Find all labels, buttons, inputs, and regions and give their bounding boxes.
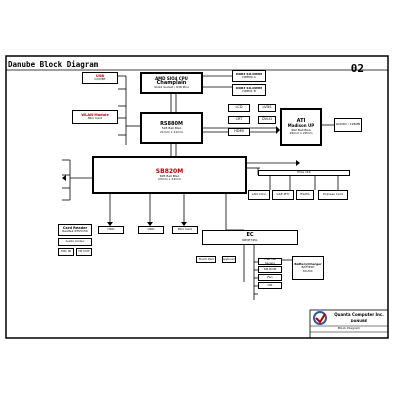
cpu-block: AMD SIO4 CPU Champlain S1G4 Socket / 638… bbox=[140, 72, 203, 94]
ec-touchpad-block: Touch Pad bbox=[196, 256, 216, 263]
gpu-block: ATI Madison UP 962 Ball BGA 29mm x 29mm bbox=[280, 108, 322, 146]
cpu-package: S1G4 Socket / 638 Pins bbox=[154, 85, 189, 90]
title-block bbox=[309, 309, 389, 339]
crt-block: CRT bbox=[228, 116, 250, 124]
project-name: DANUBE bbox=[350, 319, 368, 324]
esata-block: ESATA bbox=[296, 190, 314, 200]
page-number: 02 bbox=[350, 62, 364, 75]
lan-conn-block: LAN Conn bbox=[248, 190, 270, 200]
ec-block: EC NPCE795L bbox=[202, 230, 298, 245]
ec-name: EC bbox=[246, 232, 254, 239]
gbe-phy-block: GbE PHY bbox=[272, 190, 294, 200]
odd-block: ODD bbox=[138, 226, 164, 234]
hdmi-block: HDMI bbox=[228, 128, 250, 136]
page-title: Danube Block Diagram bbox=[8, 60, 99, 69]
northbridge-name: RS880M bbox=[160, 121, 183, 128]
ec-thermal-block: Thermal Sensor bbox=[258, 258, 282, 265]
ec-fan-block: Fan bbox=[258, 274, 282, 281]
quanta-logo-icon bbox=[313, 311, 327, 325]
ddr-slot-b: DDR3 SO-DIMM DIMM1 B bbox=[232, 84, 266, 96]
express-card-block: Express Card bbox=[318, 190, 348, 200]
usb-ccd-block: USB CCD/BT bbox=[82, 72, 118, 84]
card-reader-block: Card Reader Realtek RTS5159 bbox=[58, 224, 92, 236]
audio-codec-block: Audio Codec bbox=[58, 238, 92, 246]
northbridge-block: RS880M 528 Ball BGA 21mm x 21mm bbox=[140, 112, 203, 144]
ec-spi-rom-block: SPI ROM bbox=[258, 266, 282, 273]
cpu-codename: Champlain bbox=[156, 79, 187, 86]
document-name: Block Diagram bbox=[338, 326, 360, 331]
mic-in-block: MIC IN bbox=[58, 248, 74, 256]
ec-keyboard-block: Keyboard bbox=[222, 256, 236, 263]
battery-charger-block: Battery/Charger BATTERY DC/DC bbox=[292, 256, 324, 280]
vram-block: GDDR3 / 128MB bbox=[334, 118, 362, 132]
southbridge-name: SB820M bbox=[155, 167, 184, 175]
wlan-module-block: WLAN Module Mini Card bbox=[72, 110, 118, 124]
company-name: Quanta Computer Inc. bbox=[334, 311, 384, 317]
lvds-block: LVDS bbox=[258, 104, 276, 112]
cpu-name: AMD SIO4 CPU bbox=[155, 75, 188, 81]
pcie-peripheral-bus: PCIe x16 bbox=[258, 170, 350, 176]
lcd-block: LCD bbox=[228, 104, 250, 112]
hdd-block: HDD bbox=[98, 226, 124, 234]
southbridge-block: SB820M 605 Ball BGA 23mm x 23mm bbox=[92, 156, 247, 194]
ddr-slot-a: DDR3 SO-DIMM DIMM0 A bbox=[232, 70, 266, 82]
hp-out-block: HP OUT bbox=[76, 248, 92, 256]
sheet-border bbox=[5, 55, 389, 339]
mini-card-block: Mini Card bbox=[172, 226, 198, 234]
ec-cir-block: CIR bbox=[258, 282, 282, 289]
dvi-block: DVI-D bbox=[258, 116, 276, 124]
